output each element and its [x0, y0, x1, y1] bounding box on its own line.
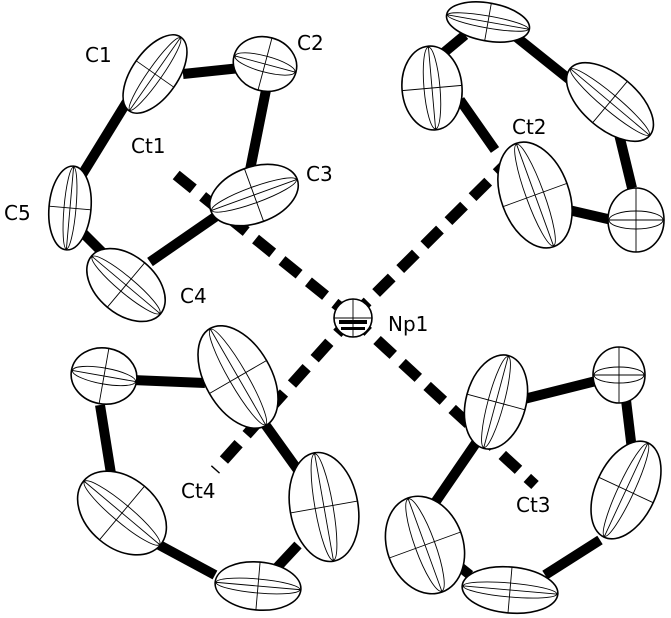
- atom-r4-a: [70, 347, 138, 405]
- atom-r4-b: [197, 324, 279, 430]
- atom-c3: [208, 163, 300, 227]
- centroid-bonds: [166, 146, 539, 490]
- label-ct1: Ct1: [131, 134, 166, 158]
- bond-c5-c1: [75, 97, 133, 181]
- label-c1: C1: [85, 43, 112, 67]
- bond-r4-d: [147, 535, 218, 580]
- atom-r3-c: [590, 440, 662, 540]
- atom-r4-c: [288, 451, 360, 563]
- atom-c2: [232, 35, 298, 93]
- bond-np1-ct1: [166, 165, 356, 322]
- label-c2: C2: [297, 31, 324, 55]
- label-ct2: Ct2: [512, 115, 547, 139]
- atom-c4: [86, 247, 166, 323]
- bond-np1-ct3: [348, 312, 539, 490]
- atom-r2-a: [445, 1, 531, 43]
- cp-ring-2: [401, 1, 665, 253]
- cp-ring-3: [384, 346, 662, 615]
- atom-r4-d: [214, 560, 302, 612]
- bond-np1-ct2: [348, 146, 524, 321]
- bond-c3-c4: [147, 210, 221, 267]
- atom-r2-e: [401, 45, 463, 131]
- bond-r3-a: [518, 375, 602, 405]
- atom-r2-d: [497, 141, 573, 249]
- bond-r3-c: [542, 535, 603, 580]
- bond-r4-e: [95, 404, 117, 481]
- atom-np1: [333, 298, 373, 338]
- label-ct4: Ct4: [181, 479, 216, 503]
- atom-labels: C1 C2 C3 C4 C5 Ct1 Ct2 Ct3 Ct4 Np1: [4, 31, 551, 517]
- bond-r4-a: [131, 375, 206, 388]
- label-np1: Np1: [388, 312, 428, 336]
- cp-ring-1: [47, 34, 300, 323]
- label-c4: C4: [180, 284, 207, 308]
- bond-r3-e: [425, 437, 483, 513]
- cp-ring-4: [70, 324, 360, 612]
- bond-r2-d: [455, 97, 500, 153]
- bond-r2-b: [613, 128, 637, 190]
- bond-r3-b: [621, 399, 637, 451]
- atom-c1: [122, 34, 188, 114]
- label-ct3: Ct3: [516, 493, 551, 517]
- atom-c5: [47, 165, 93, 251]
- label-c5: C5: [4, 201, 31, 225]
- atom-r3-b: [592, 346, 646, 404]
- atom-r4-e: [76, 470, 168, 556]
- atom-r3-d: [461, 565, 559, 615]
- atom-r2-b: [565, 61, 655, 143]
- label-c3: C3: [306, 162, 333, 186]
- atom-r3-e: [384, 495, 466, 595]
- atom-r2-c: [607, 187, 665, 253]
- bond-c2-c3: [245, 89, 271, 171]
- atom-r3-a: [463, 354, 529, 450]
- bond-np1-ct4: [210, 313, 357, 474]
